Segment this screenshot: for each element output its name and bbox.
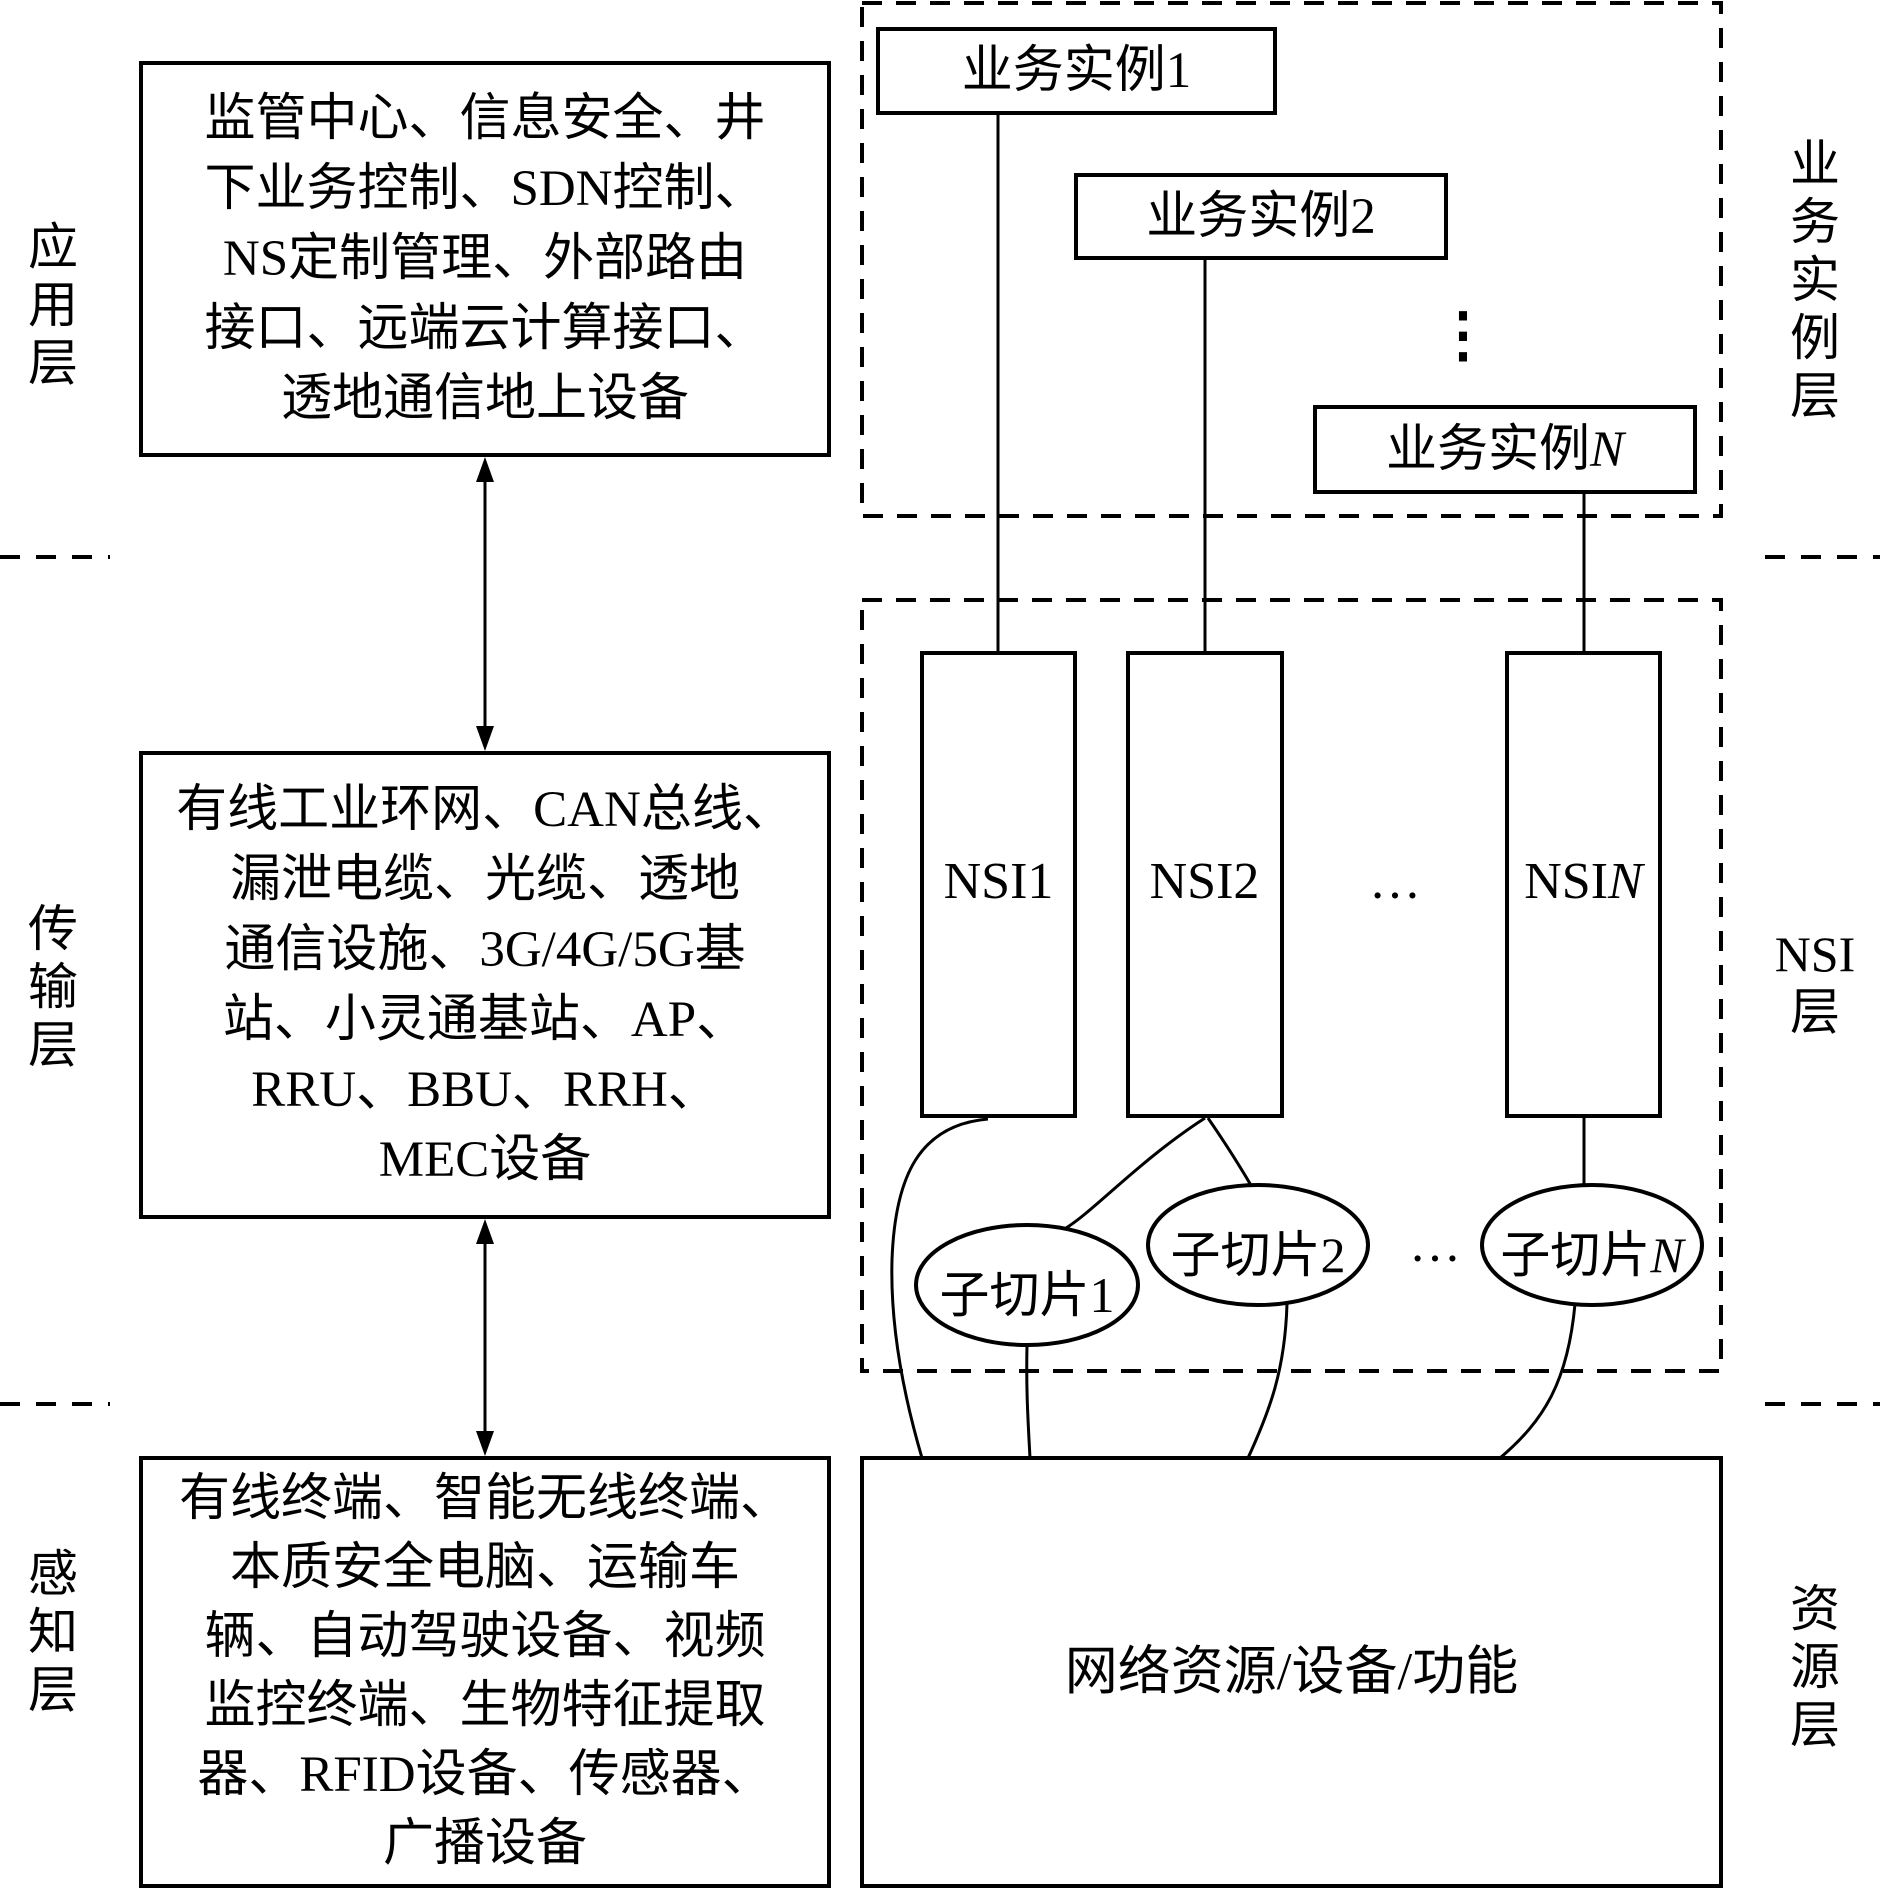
nsi-2-label: NSI2 — [1149, 853, 1260, 910]
perception-line: 广播设备 — [382, 1816, 587, 1872]
service-ellipsis: ⋮ — [1433, 302, 1493, 368]
layer-label-application: 应 用 层 — [28, 219, 78, 391]
sub-slice-2-label: 子切片2 — [1170, 1227, 1346, 1283]
transport-box: 有线工业环网、CAN总线、 漏泄电缆、光缆、透地 通信设施、3G/4G/5G基 … — [141, 753, 829, 1217]
layer-label-perception: 感 知 层 — [28, 1546, 78, 1718]
layer-label-nsi: NSI 层 — [1774, 926, 1856, 1040]
transport-line: 站、小灵通基站、AP、 — [222, 992, 748, 1048]
link-slice1-resource — [1025, 1344, 1032, 1459]
service-instance-n-frame — [1313, 405, 1697, 494]
perception-box-frame — [139, 1456, 831, 1888]
sub-slice-n-shape — [1480, 1183, 1704, 1307]
resource-box-frame — [860, 1456, 1723, 1888]
sub-slice-n-label: 子切片N — [1500, 1227, 1684, 1283]
nsi-n-frame — [1505, 651, 1662, 1118]
sub-slice-2-shape — [1146, 1183, 1370, 1307]
link-sliceN-resource — [1499, 1303, 1577, 1460]
link-nsi1-resource — [890, 1117, 989, 1459]
perception-line: 有线终端、智能无线终端、 — [178, 1471, 791, 1527]
transport-line: 漏泄电缆、光缆、透地 — [229, 852, 740, 908]
nsi-ellipsis: … — [1369, 853, 1421, 910]
application-line: NS定制管理、外部路由 — [222, 231, 748, 287]
double-arrow-app-transport — [476, 457, 494, 751]
link-nsi2-slice1 — [1065, 1116, 1206, 1230]
application-line: 下业务控制、SDN控制、 — [204, 161, 766, 217]
transport-line: 有线工业环网、CAN总线、 — [176, 782, 794, 838]
layer-label-service-instance: 业 务 实 例 层 — [1790, 136, 1840, 424]
transport-box-frame — [139, 751, 831, 1219]
perception-line: 辆、自动驾驶设备、视频 — [204, 1609, 766, 1665]
service-instance-2-frame — [1074, 173, 1448, 260]
application-box: 监管中心、信息安全、井 下业务控制、SDN控制、 NS定制管理、外部路由 接口、… — [141, 63, 829, 455]
sub-slice-1-shape — [914, 1223, 1140, 1347]
application-line: 监管中心、信息安全、井 — [204, 91, 766, 147]
perception-line: 器、RFID设备、传感器、 — [197, 1747, 773, 1803]
link-slice2-resource — [1246, 1303, 1289, 1459]
nsi-n-label: NSIN — [1524, 853, 1643, 910]
perception-line: 监控终端、生物特征提取 — [204, 1678, 766, 1734]
transport-line: RRU、BBU、RRH、 — [251, 1062, 719, 1118]
nsi-1-label: NSI1 — [943, 853, 1054, 910]
application-box-frame — [139, 61, 831, 457]
service-instance-1-frame — [876, 27, 1277, 115]
application-line: 透地通信地上设备 — [280, 371, 689, 427]
link-nsi2-slice2 — [1206, 1117, 1254, 1188]
transport-line: MEC设备 — [378, 1132, 592, 1188]
nsi-layer-region — [860, 598, 1723, 1373]
sub-slice-1-label: 子切片1 — [939, 1267, 1115, 1323]
resource-box: 网络资源/设备/功能 — [1064, 1643, 1519, 1701]
perception-box: 有线终端、智能无线终端、 本质安全电脑、运输车 辆、自动驾驶设备、视频 监控终端… — [141, 1458, 829, 1886]
perception-line: 本质安全电脑、运输车 — [229, 1540, 740, 1596]
slice-ellipsis: … — [1409, 1216, 1461, 1273]
application-line: 接口、远端云计算接口、 — [204, 301, 766, 357]
nsi-1-frame — [920, 651, 1077, 1118]
double-arrow-transport-perception — [476, 1219, 494, 1456]
layer-label-transport: 传 输 层 — [28, 901, 78, 1073]
transport-line: 通信设施、3G/4G/5G基 — [224, 922, 746, 978]
service-instance-layer-region — [860, 1, 1723, 518]
nsi-2-frame — [1126, 651, 1284, 1118]
layer-label-resource: 资 源 层 — [1790, 1581, 1840, 1753]
